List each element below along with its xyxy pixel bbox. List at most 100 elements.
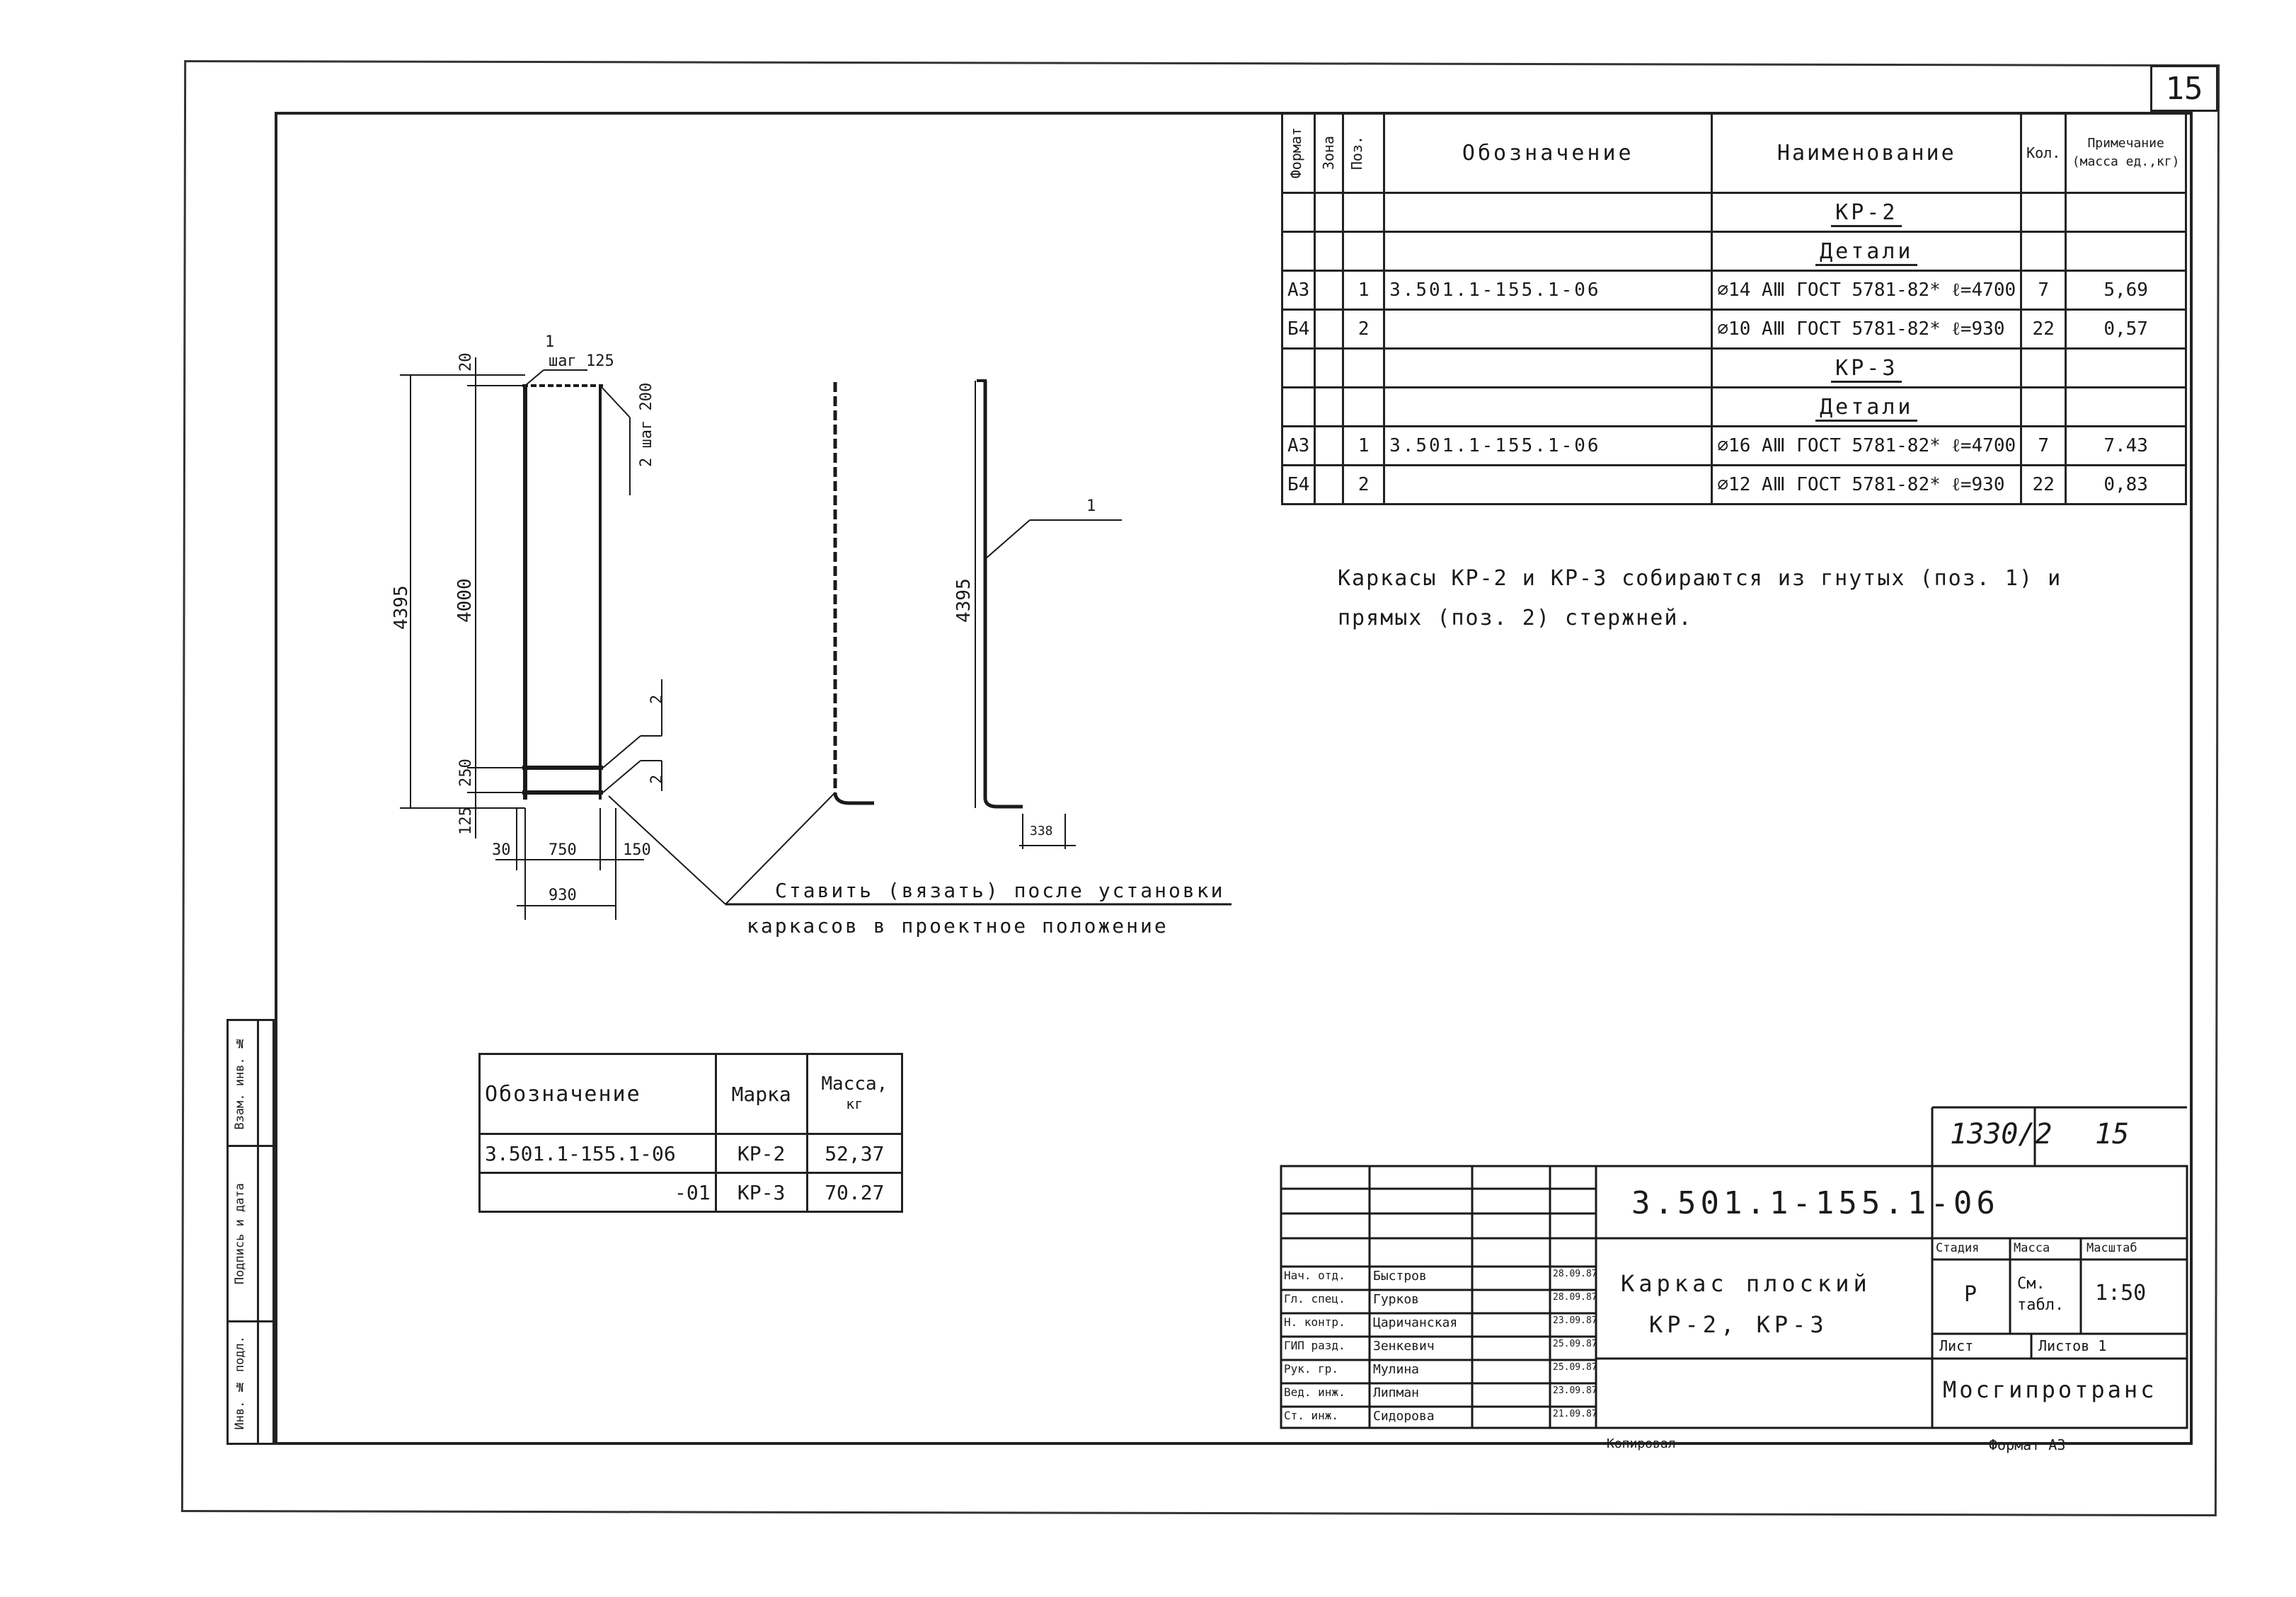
header-zone: Зона <box>1314 112 1345 194</box>
spec-cell-note <box>2065 386 2187 427</box>
spec-cell-pos <box>1342 192 1386 233</box>
inv-original-cell: Инв. № подл. <box>226 1320 259 1445</box>
spec-row: КР-2 <box>1280 192 2187 233</box>
signer-name: Гурков <box>1373 1292 1420 1307</box>
copied-label: Копировал <box>1607 1436 1676 1451</box>
header-format: Формат <box>1280 112 1316 194</box>
drawing-title: Каркас плоский КР-2, КР-3 <box>1621 1270 1871 1338</box>
archive-sheet: 15 <box>2095 1118 2130 1151</box>
assembly-note: Каркасы КР-2 и КР-3 собираются из гнутых… <box>1338 559 2062 638</box>
dim-930: 930 <box>549 887 577 904</box>
signer-name: Быстров <box>1373 1269 1427 1284</box>
spec-cell-note <box>2065 231 2187 272</box>
sheet-label: Лист <box>1939 1337 1974 1354</box>
pos2-step-label: 2 шаг 200 <box>638 383 655 467</box>
spec-cell-zone <box>1314 270 1345 311</box>
signer-name: Липман <box>1373 1385 1420 1400</box>
spec-cell-qty <box>2020 386 2067 427</box>
mass-header-mark: Марка <box>714 1053 808 1135</box>
spec-cell-note <box>2065 192 2187 233</box>
spec-cell-pos: 2 <box>1342 464 1386 505</box>
spec-cell-zone <box>1314 347 1345 388</box>
assembly-note-line1: Каркасы КР-2 и КР-3 собираются из гнутых… <box>1338 566 2062 591</box>
header-pos: Поз. <box>1342 112 1386 194</box>
mass-table: Обозначение Марка Масса,кг 3.501.1-155.1… <box>478 1053 904 1213</box>
spec-cell-note: 5,69 <box>2065 270 2187 311</box>
spec-cell-name: ⌀16 АⅢ ГОСТ 5781-82* ℓ=4700 <box>1711 425 2023 466</box>
spec-cell-qty: 22 <box>2020 309 2067 350</box>
header-qty: Кол. <box>2020 112 2067 194</box>
spec-cell-pos: 1 <box>1342 270 1386 311</box>
dim-20: 20 <box>457 353 475 372</box>
dim-338: 338 <box>1030 824 1053 838</box>
signer-role: Н. контр. <box>1284 1315 1345 1329</box>
spec-cell-pos: 1 <box>1342 425 1386 466</box>
signer-role: Ст. инж. <box>1284 1409 1339 1422</box>
spec-cell-name: ⌀12 АⅢ ГОСТ 5781-82* ℓ=930 <box>1711 464 2023 505</box>
spec-cell-note: 0,57 <box>2065 309 2187 350</box>
spec-cell-qty: 7 <box>2020 270 2067 311</box>
dim-250: 250 <box>457 759 475 787</box>
spec-cell-designation: 3.501.1-155.1-06 <box>1383 425 1714 466</box>
dim-4395: 4395 <box>391 585 412 630</box>
stage-value: Р <box>1964 1282 1978 1307</box>
stage-label: Стадия <box>1936 1241 1980 1255</box>
signer-name: Сидорова <box>1373 1409 1435 1424</box>
spec-cell-format: А3 <box>1280 270 1316 311</box>
sheets-label: Листов 1 <box>2038 1337 2107 1354</box>
spec-cell-format <box>1280 231 1316 272</box>
spec-cell-pos <box>1342 347 1386 388</box>
spec-cell-qty: 7 <box>2020 425 2067 466</box>
spec-cell-zone <box>1314 192 1345 233</box>
spec-cell-format <box>1280 192 1316 233</box>
side-pos1-label: 1 <box>1086 497 1096 515</box>
signer-date: 25.09.87 <box>1553 1362 1597 1373</box>
signer-date: 23.09.87 <box>1553 1315 1597 1326</box>
dim-4000: 4000 <box>454 578 476 623</box>
side-strip: Взам. инв. № Подпись и дата Инв. № подл. <box>226 1019 275 1445</box>
spec-row: КР-3 <box>1280 347 2187 388</box>
spec-cell-note: 7.43 <box>2065 425 2187 466</box>
spec-cell-designation <box>1383 464 1714 505</box>
pos1-label: 1 <box>545 333 554 351</box>
mass-header-mass: Масса,кг <box>805 1053 904 1135</box>
spec-row: Детали <box>1280 386 2187 427</box>
dim-30: 30 <box>492 841 511 859</box>
mass-cell-mark: КР-3 <box>714 1172 808 1213</box>
mass-label: Масса <box>2014 1241 2050 1255</box>
spec-cell-note: 0,83 <box>2065 464 2187 505</box>
spec-cell-zone <box>1314 464 1345 505</box>
callout-line2: каркасов в проектное положение <box>747 914 1169 938</box>
spec-cell-pos <box>1342 386 1386 427</box>
scale-value: 1:50 <box>2095 1281 2147 1305</box>
pos2-label-b: 2 <box>648 775 666 784</box>
mass-cell-mark: КР-2 <box>714 1133 808 1174</box>
mass-cell-mass: 52,37 <box>805 1133 904 1174</box>
spec-cell-name: ⌀10 АⅢ ГОСТ 5781-82* ℓ=930 <box>1711 309 2023 350</box>
signer-date: 23.09.87 <box>1553 1385 1597 1396</box>
archive-number: 1330/2 <box>1950 1118 2053 1151</box>
mass-cell-designation: -01 <box>478 1172 717 1213</box>
signer-date: 28.09.87 <box>1553 1269 1597 1279</box>
callout-line1: Ставить (вязать) после установки <box>775 879 1224 902</box>
spec-cell-zone <box>1314 309 1345 350</box>
specification-table: Формат Зона Поз. Обозначение Наименовани… <box>1280 112 2187 505</box>
spec-cell-qty <box>2020 192 2067 233</box>
drawing-frame <box>275 112 2193 1445</box>
signer-role: ГИП разд. <box>1284 1339 1345 1352</box>
signer-role: Рук. гр. <box>1284 1362 1339 1376</box>
spec-cell-designation <box>1383 231 1714 272</box>
replace-inv-cell: Взам. инв. № <box>226 1019 259 1147</box>
page-number: 15 <box>2150 65 2218 112</box>
dim-4395-side: 4395 <box>953 578 975 623</box>
spec-row: Детали <box>1280 231 2187 272</box>
spec-cell-qty <box>2020 347 2067 388</box>
spec-cell-name: Детали <box>1711 231 2023 272</box>
